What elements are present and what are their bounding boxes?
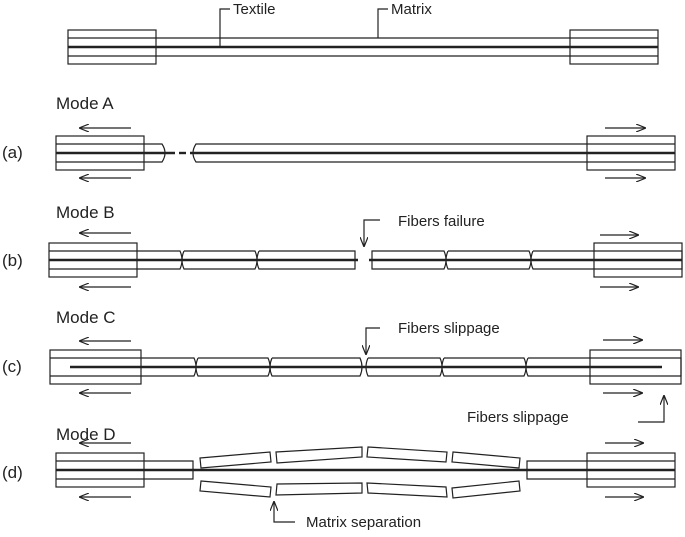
- fibers-slippage-label: Fibers slippage: [398, 320, 500, 337]
- mode-a-title: Mode A: [56, 94, 114, 113]
- mode-b-specimen: [48, 219, 683, 287]
- mode-c-specimen: [49, 327, 682, 423]
- mode-d-title: Mode D: [56, 425, 116, 444]
- mode-d-specimen: [55, 443, 676, 523]
- fibers-slippage-pointer: [366, 327, 380, 354]
- mode-b-tag: (b): [2, 251, 23, 270]
- fibers-failure-pointer: [364, 219, 380, 246]
- fibers-slippage-end-pointer: [638, 396, 664, 423]
- fibers-failure-label: Fibers failure: [398, 213, 485, 230]
- mode-a-tag: (a): [2, 143, 23, 162]
- mode-d-tag: (d): [2, 463, 23, 482]
- mode-c-tag: (c): [2, 357, 22, 376]
- mode-c-title: Mode C: [56, 308, 116, 327]
- mode-b-title: Mode B: [56, 203, 115, 222]
- fibers-slippage-end-label: Fibers slippage: [467, 409, 569, 426]
- matrix-separation-label: Matrix separation: [306, 514, 421, 531]
- textile-leader: [219, 8, 230, 47]
- matrix-leader: [377, 8, 388, 38]
- reference-specimen: [67, 8, 659, 65]
- mode-a-specimen: [55, 128, 676, 178]
- textile-label: Textile: [233, 1, 276, 18]
- matrix-label: Matrix: [391, 1, 432, 18]
- matrix-separation-pointer: [274, 502, 295, 523]
